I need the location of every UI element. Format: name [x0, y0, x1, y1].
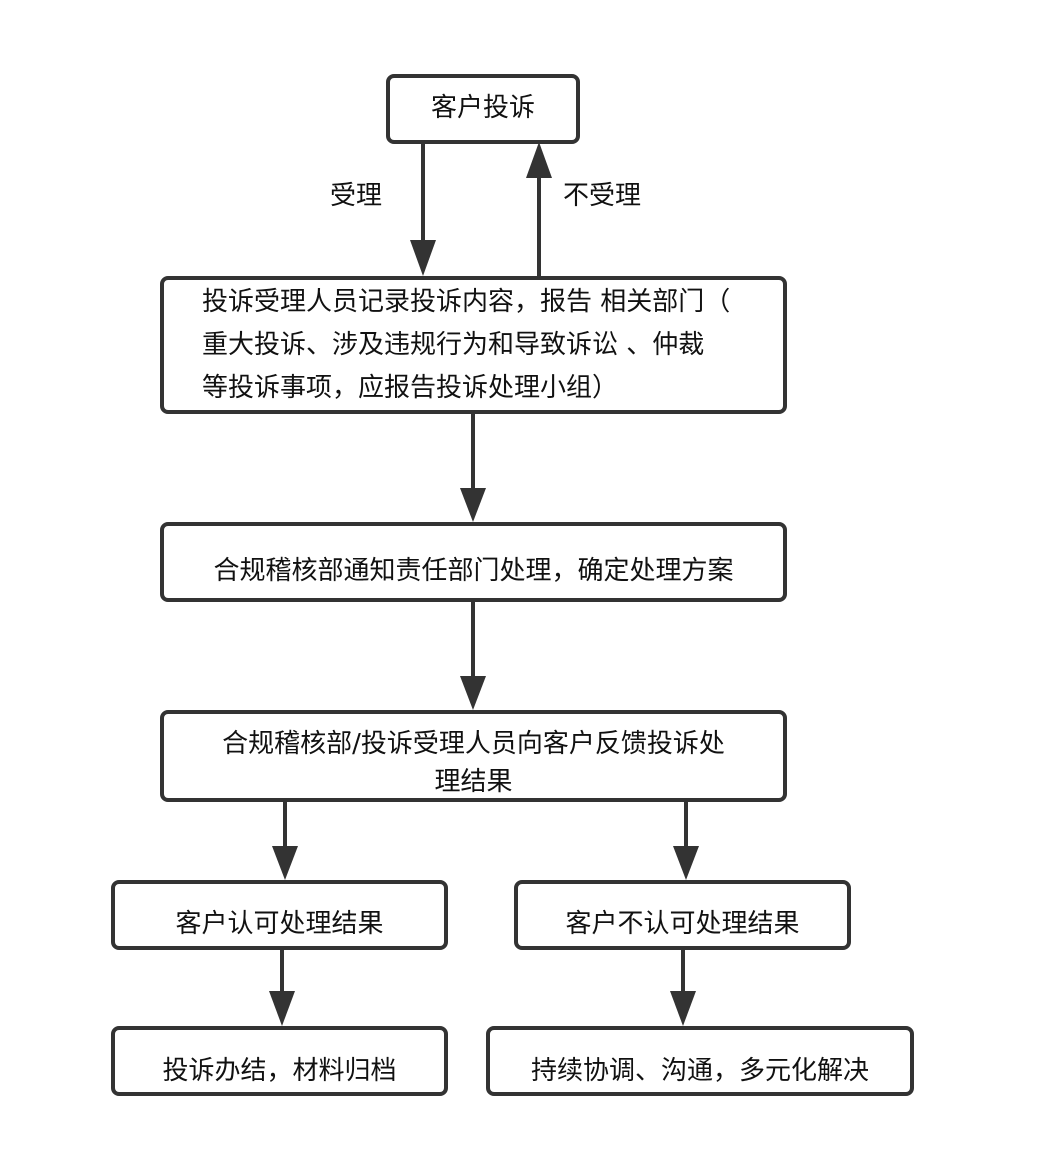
edge-reject-arrow	[526, 142, 552, 276]
node-continue-resolve: 持续协调、沟通，多元化解决	[486, 1026, 914, 1096]
node-notify-department-text: 合规稽核部通知责任部门处理，确定处理方案	[213, 556, 734, 587]
node-customer-accepts-text: 客户认可处理结果	[175, 909, 384, 940]
edge-label-accepted: 受理	[330, 181, 383, 211]
edge-feedback-to-reject	[673, 800, 699, 880]
node-customer-accepts: 客户认可处理结果	[111, 880, 448, 950]
edge-feedback-to-accept	[272, 800, 298, 880]
edge-accept-to-close	[269, 948, 295, 1026]
node-record-line-3: 等投诉事项，应报告投诉处理小组）	[202, 372, 619, 403]
node-feedback-line-1: 合规稽核部/投诉受理人员向客户反馈投诉处	[222, 729, 725, 759]
node-record-line-1: 投诉受理人员记录投诉内容，报告 相关部门（	[202, 286, 731, 317]
edge-reject-to-continue	[670, 948, 696, 1026]
node-feedback: 合规稽核部/投诉受理人员向客户反馈投诉处 理结果	[160, 710, 787, 802]
node-customer-complaint-text: 客户投诉	[430, 93, 535, 124]
node-customer-rejects-text: 客户不认可处理结果	[565, 909, 800, 940]
node-record-complaint: 投诉受理人员记录投诉内容，报告 相关部门（ 重大投诉、涉及违规行为和导致诉讼 、…	[160, 276, 787, 414]
node-feedback-line-2: 理结果	[434, 767, 513, 797]
node-notify-department: 合规稽核部通知责任部门处理，确定处理方案	[160, 522, 787, 602]
edge-notify-to-feedback	[460, 600, 486, 710]
node-continue-resolve-text: 持续协调、沟通，多元化解决	[530, 1056, 869, 1087]
edge-accept-arrow	[410, 142, 436, 276]
node-close-archive: 投诉办结，材料归档	[111, 1026, 448, 1096]
node-record-line-2: 重大投诉、涉及违规行为和导致诉讼 、仲裁	[202, 329, 705, 360]
node-customer-complaint: 客户投诉	[386, 74, 580, 144]
node-close-archive-text: 投诉办结，材料归档	[162, 1056, 397, 1087]
node-customer-rejects: 客户不认可处理结果	[514, 880, 851, 950]
edge-label-not-accepted: 不受理	[563, 181, 642, 211]
edge-record-to-notify	[460, 412, 486, 522]
